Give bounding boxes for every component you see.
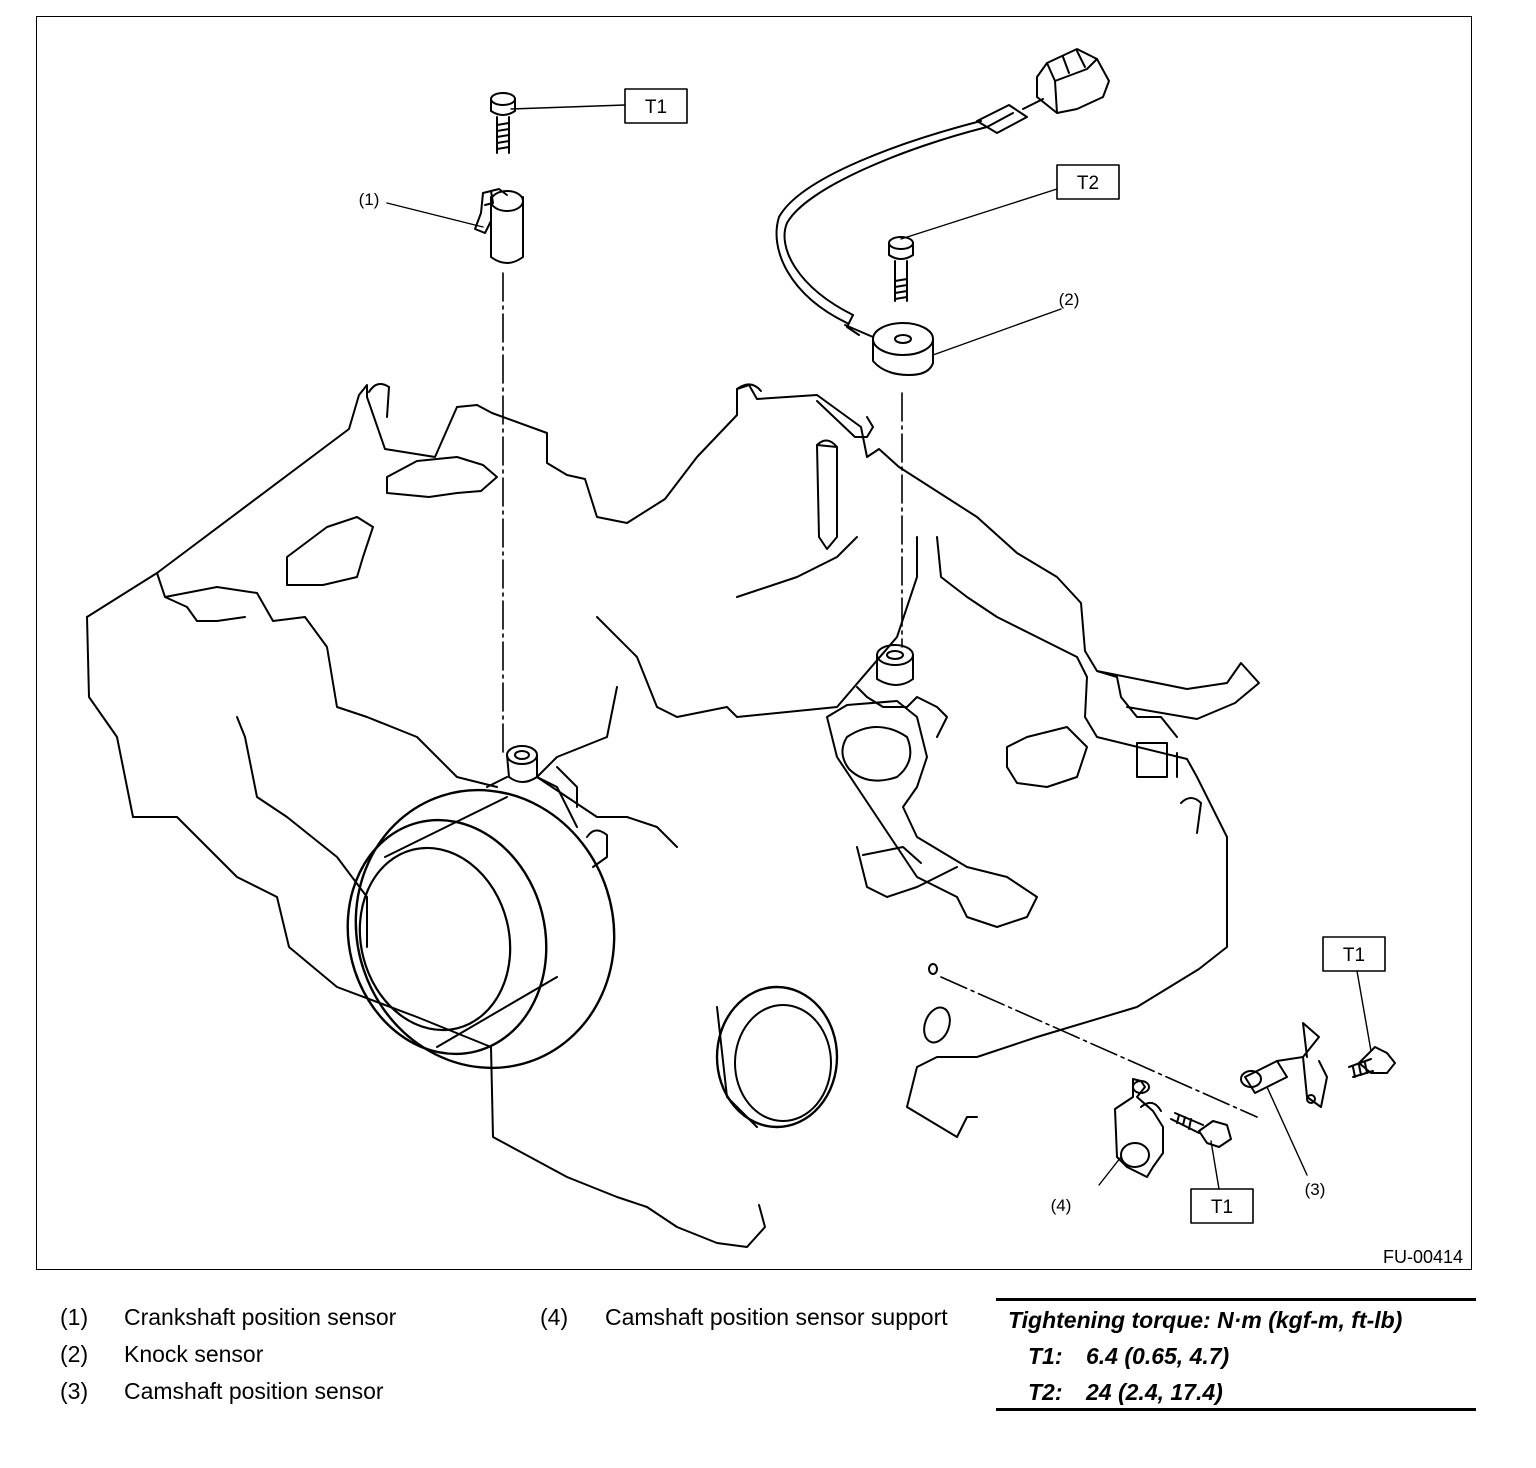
engine-diagram: T1 T2 T1 T1 (1) (2) (3) (4) FU-00414 [86,48,1463,1267]
torque-tag-t1-top: T1 [645,97,667,118]
torque-tag-t2: T2 [1077,173,1099,194]
camshaft-sensor-bolt-right [1348,1046,1396,1078]
crankshaft-position-sensor [474,188,524,264]
callout-3: (3) [1305,1180,1326,1199]
torque-row-t2-value: 24 (2.4, 17.4) [1086,1379,1223,1405]
legend-label: Crankshaft position sensor [124,1304,397,1330]
torque-tag-t1-right: T1 [1343,945,1365,966]
leader-lines [386,104,1372,1190]
torque-row-t1-key: T1: [1028,1343,1063,1369]
legend-num: (2) [60,1341,89,1367]
legend-num: (1) [60,1304,89,1330]
torque-tag-t1-bottom: T1 [1211,1197,1233,1218]
torque-row-t2-key: T2: [1028,1379,1063,1405]
engine-block [86,382,1260,1248]
legend-label: Camshaft position sensor [124,1378,384,1404]
crank-sensor-bolt [490,92,516,154]
torque-tags [624,88,1386,1224]
torque-title: Tightening torque: N·m (kgf-m, ft-lb) [1008,1307,1403,1333]
legend-label: Knock sensor [124,1341,264,1367]
knock-sensor-harness [775,48,1110,324]
torque-table: Tightening torque: N·m (kgf-m, ft-lb) T1… [996,1298,1476,1411]
knock-sensor-bolt [888,236,914,302]
diagram-frame: T1 T2 T1 T1 (1) (2) (3) (4) FU-00414 [36,16,1472,1270]
camshaft-sensor-bolt-bottom [1170,1112,1232,1148]
callout-2: (2) [1059,290,1080,309]
center-lines [502,272,1258,1118]
camshaft-position-sensor [1240,1022,1328,1108]
legend-num: (4) [540,1304,569,1330]
legend-num: (3) [60,1378,89,1404]
callout-4: (4) [1051,1196,1072,1215]
callout-1: (1) [359,190,380,209]
legend-label: Camshaft position sensor support [605,1304,948,1330]
torque-row-t1-value: 6.4 (0.65, 4.7) [1086,1343,1230,1369]
figure-code: FU-00414 [1383,1247,1463,1267]
camshaft-sensor-support [1114,1078,1164,1178]
knock-sensor [844,314,934,376]
